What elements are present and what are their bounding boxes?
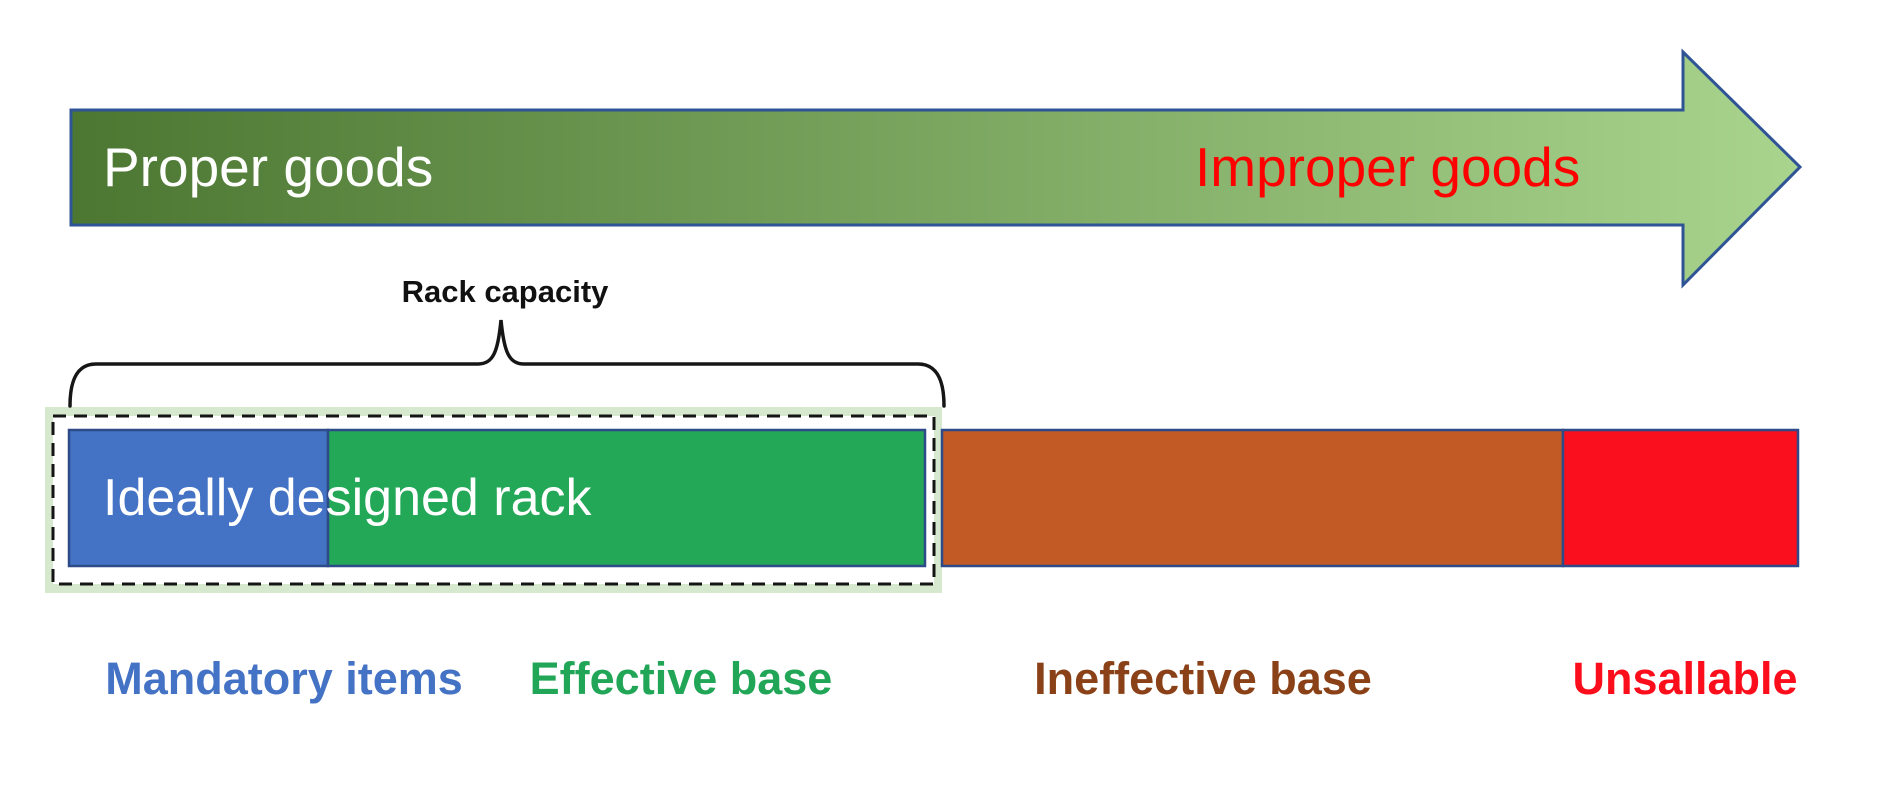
- legend-mandatory-items: Mandatory items: [105, 653, 463, 704]
- legend-effective-base: Effective base: [529, 653, 833, 704]
- ineffective-base-segment: [940, 428, 1565, 568]
- goods-spectrum-arrow: [69, 48, 1803, 289]
- legend-ineffective-base: Ineffective base: [1034, 653, 1372, 704]
- ideally-designed-rack-label: Ideally designed rack: [103, 469, 592, 527]
- effective-base-segment: [326, 428, 927, 568]
- rack-capacity-brace: [68, 319, 946, 408]
- proper-goods-label: Proper goods: [103, 136, 434, 198]
- rack-capacity-label: Rack capacity: [401, 274, 609, 309]
- unsallable-segment: [1561, 428, 1800, 568]
- legend-unsallable: Unsallable: [1572, 653, 1798, 704]
- improper-goods-label: Improper goods: [1195, 136, 1581, 198]
